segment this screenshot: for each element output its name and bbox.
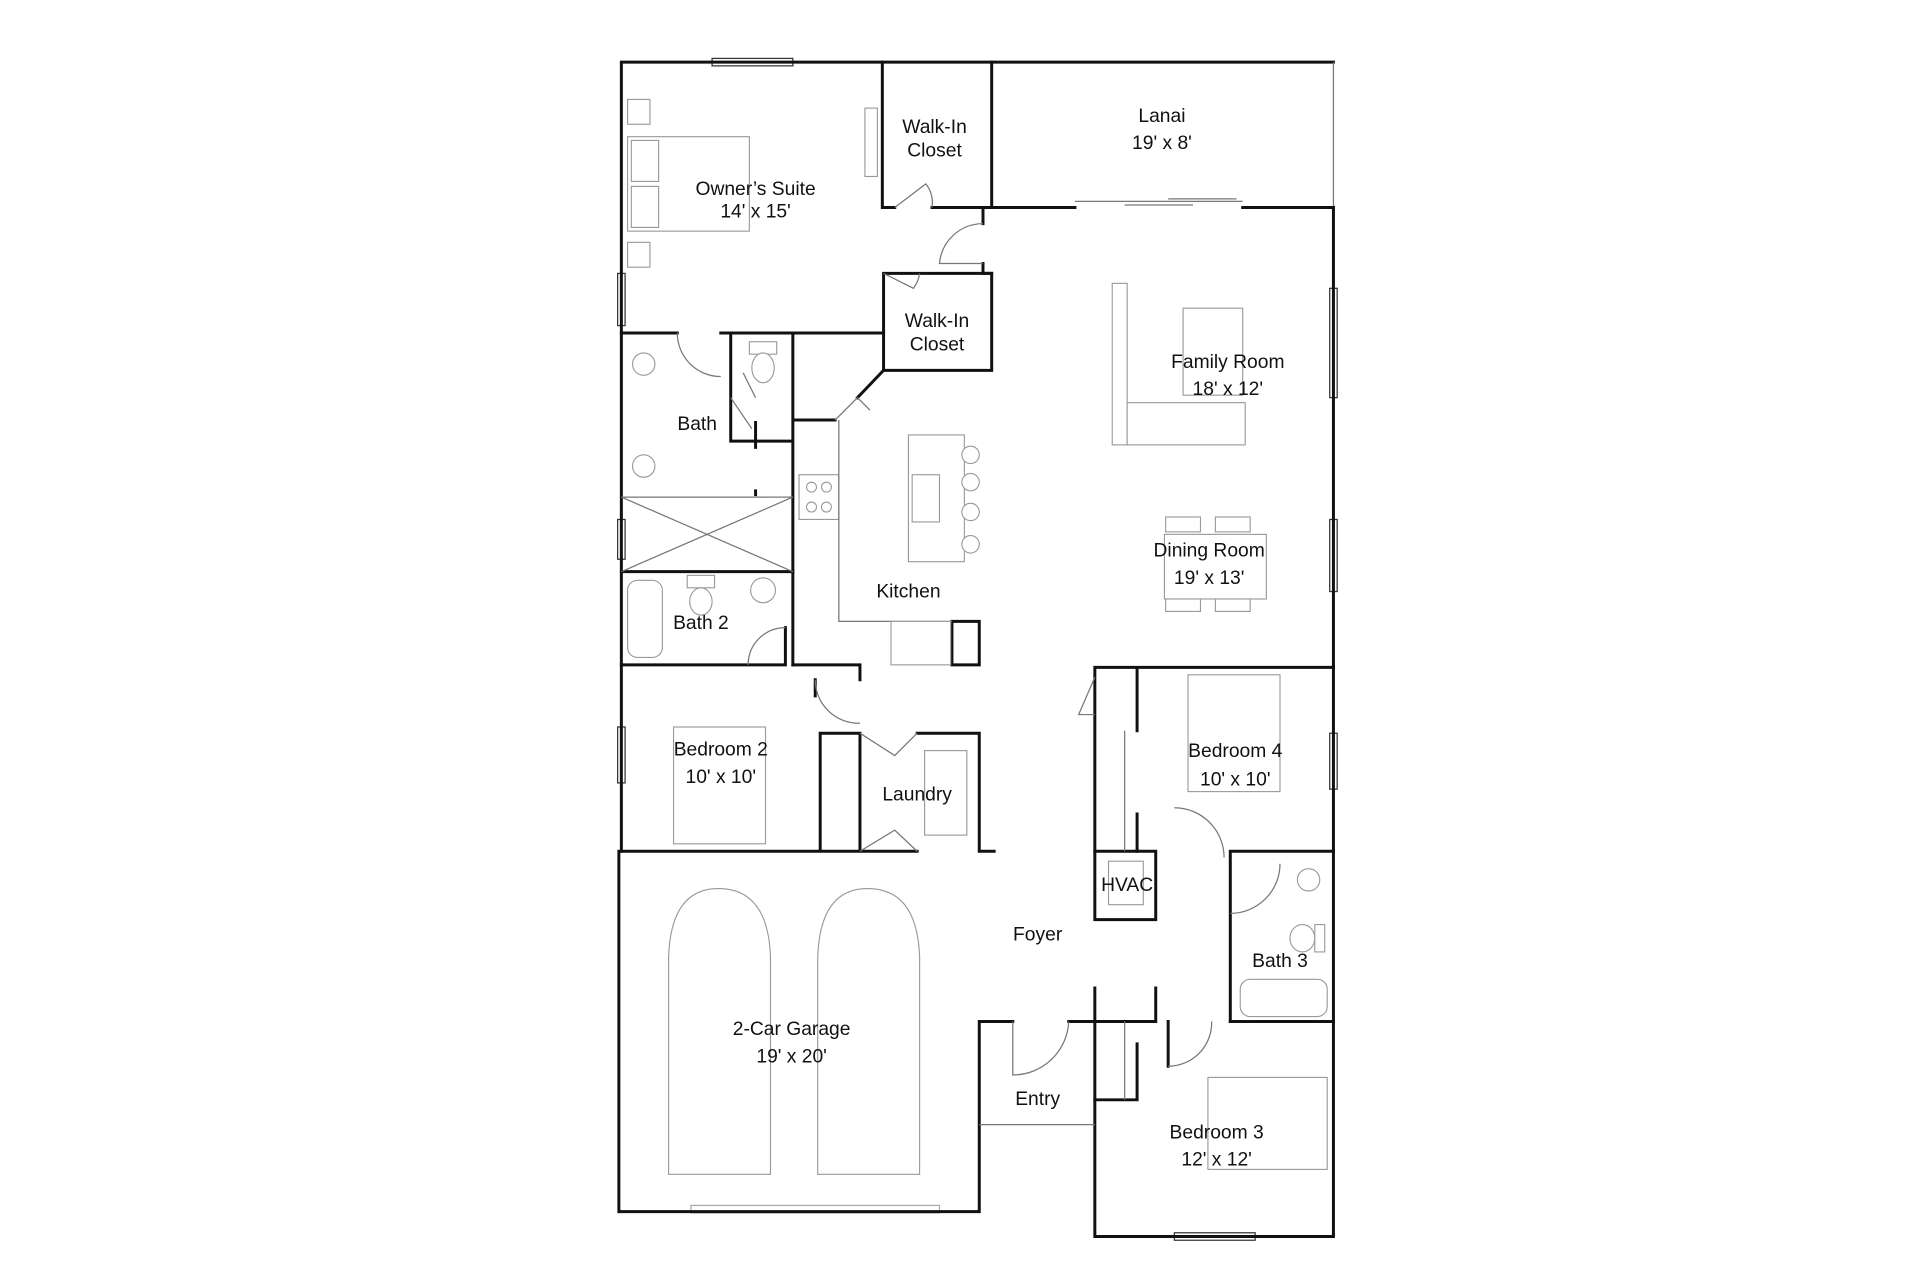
room-name: Bath 3 bbox=[1252, 951, 1308, 972]
room-size: 18' x 12' bbox=[1193, 379, 1264, 400]
room-name: Closet bbox=[910, 334, 965, 355]
room-name: Dining Room bbox=[1154, 541, 1265, 562]
doors bbox=[676, 183, 1281, 1100]
fixtures bbox=[621, 98, 1328, 1175]
room-name: Closet bbox=[907, 141, 962, 162]
room-name: Bath 2 bbox=[673, 613, 729, 634]
room-size: 19' x 20' bbox=[756, 1047, 827, 1068]
room-name: Walk-In bbox=[902, 117, 967, 138]
room-name: Foyer bbox=[1013, 925, 1063, 946]
room-name: Laundry bbox=[882, 784, 952, 805]
room-labels: Owner’s Suite 14' x 15' Walk-In Closet L… bbox=[673, 106, 1308, 1171]
room-name: HVAC bbox=[1101, 875, 1153, 896]
room-name: 2-Car Garage bbox=[733, 1019, 851, 1040]
room-size: 12' x 12' bbox=[1181, 1150, 1252, 1171]
room-size: 14' x 15' bbox=[720, 201, 791, 222]
room-name: Family Room bbox=[1171, 352, 1284, 373]
room-name: Bedroom 4 bbox=[1188, 741, 1282, 762]
room-name: Entry bbox=[1015, 1089, 1060, 1110]
exterior-walls bbox=[617, 60, 1335, 1238]
room-name: Owner’s Suite bbox=[695, 179, 815, 200]
room-name: Kitchen bbox=[876, 582, 940, 603]
room-name: Bath bbox=[677, 414, 717, 435]
room-size: 19' x 8' bbox=[1132, 133, 1192, 154]
room-name: Bedroom 3 bbox=[1170, 1122, 1264, 1143]
room-name: Bedroom 2 bbox=[674, 740, 768, 761]
room-size: 10' x 10' bbox=[686, 767, 757, 788]
room-name: Lanai bbox=[1138, 106, 1185, 127]
room-name: Walk-In bbox=[905, 311, 970, 332]
room-size: 10' x 10' bbox=[1200, 769, 1271, 790]
room-size: 19' x 13' bbox=[1174, 568, 1245, 589]
